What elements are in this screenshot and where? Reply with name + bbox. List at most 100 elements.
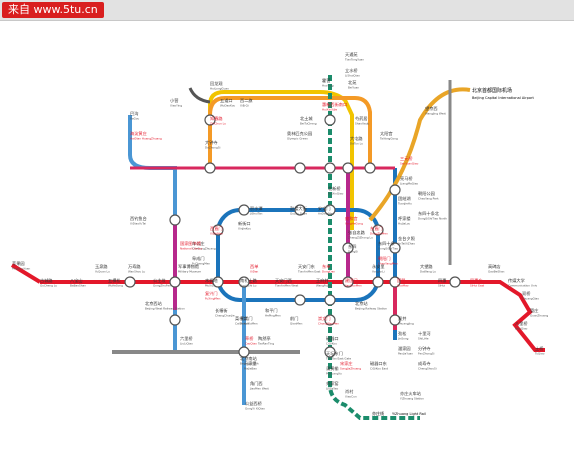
interchange-sihui[interactable]: [449, 276, 461, 288]
interchange-chongwenmen[interactable]: [324, 294, 336, 306]
interchange-haidianhuangzhuang[interactable]: [204, 162, 216, 174]
interchange-guloudajie[interactable]: [294, 204, 306, 216]
interchange-xidan[interactable]: [238, 276, 250, 288]
interchange-shaoyaoju[interactable]: [342, 162, 354, 174]
interchange-dongsi[interactable]: [342, 242, 354, 254]
interchange-xierqi[interactable]: [324, 114, 336, 126]
interchange-xidiaoyutai[interactable]: [169, 214, 181, 226]
interchange-dongdan[interactable]: [342, 276, 354, 288]
interchange-guomao[interactable]: [389, 276, 401, 288]
interchange-caoqiao[interactable]: [238, 346, 250, 358]
interchange-jishuitan[interactable]: [238, 204, 250, 216]
interchange-songjiazhuang[interactable]: [324, 346, 336, 358]
interchange-fuxingmen[interactable]: [212, 276, 224, 288]
interchange-hujialou[interactable]: [389, 242, 401, 254]
interchange-shuangjing[interactable]: [389, 314, 401, 326]
interchange-gongzhufen[interactable]: [124, 276, 136, 288]
interchange-dongzhimen[interactable]: [372, 224, 384, 236]
interchange-sanyuanqiao[interactable]: [389, 184, 401, 196]
interchange-beijingxizhan[interactable]: [169, 276, 181, 288]
interchange-beitucheng[interactable]: [294, 162, 306, 174]
interchange-qianmen[interactable]: [294, 294, 306, 306]
